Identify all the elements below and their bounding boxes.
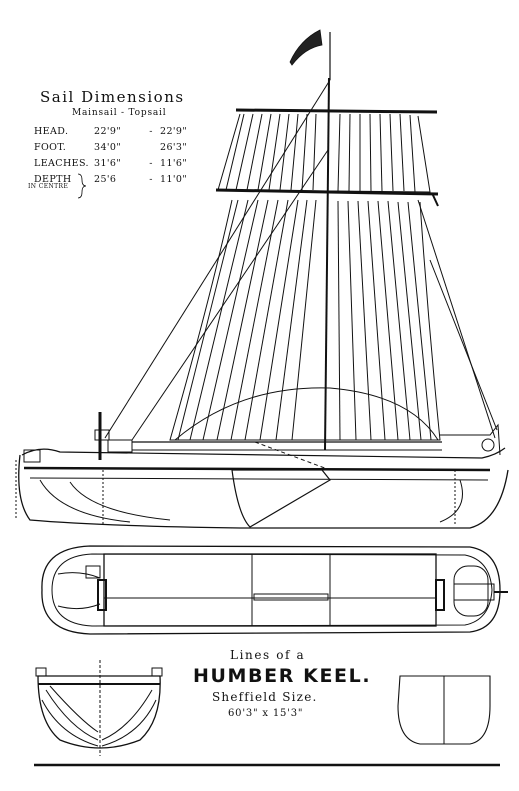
dim-mainsail: 22'9" bbox=[94, 126, 122, 137]
dim-sep: - bbox=[149, 158, 153, 169]
windlass bbox=[94, 429, 110, 441]
deck-plan bbox=[41, 545, 508, 635]
dim-mainsail: 25'6 bbox=[94, 174, 117, 185]
dim-label: HEAD. bbox=[34, 126, 69, 137]
dim-row-foot: FOOT. 34'0" 26'3" bbox=[34, 142, 187, 153]
midship-section bbox=[397, 675, 491, 745]
dim-topsail: 26'3" bbox=[160, 142, 188, 153]
depth-note: IN CENTRE bbox=[28, 183, 69, 190]
hull-profile bbox=[15, 412, 509, 529]
stem-head bbox=[23, 449, 41, 463]
dim-label: FOOT. bbox=[34, 142, 67, 153]
mast bbox=[324, 77, 330, 451]
stay bbox=[131, 149, 329, 441]
leeboard bbox=[231, 469, 331, 528]
hull-outline bbox=[18, 454, 509, 529]
dim-row-depth: DEPTH 25'6 -11'0" bbox=[34, 174, 187, 185]
caption-dimensions: 60'3" x 15'3" bbox=[228, 708, 304, 719]
mast-tabernacle bbox=[253, 593, 329, 601]
dim-sep: - bbox=[149, 126, 153, 137]
stern-rail bbox=[440, 423, 501, 456]
sail-dimensions-title: Sail Dimensions bbox=[40, 88, 185, 106]
dim-mainsail: 31'6" bbox=[94, 158, 122, 169]
sail-dimensions-subtitle: Mainsail - Topsail bbox=[72, 108, 167, 118]
main-hatch bbox=[103, 553, 437, 627]
backstay-2 bbox=[429, 259, 498, 431]
dim-label: DEPTH bbox=[34, 174, 72, 185]
dim-row-head: HEAD.22'9"-22'9" bbox=[34, 126, 187, 137]
dim-topsail: 11'0" bbox=[160, 174, 188, 185]
caption-line: Lines of a bbox=[230, 648, 306, 662]
fore-hatch-plan bbox=[85, 565, 101, 579]
fore-beam bbox=[97, 579, 107, 611]
masthead-vane bbox=[289, 29, 323, 66]
fore-hatch bbox=[107, 439, 133, 453]
body-sections bbox=[35, 660, 163, 756]
caption-size: Sheffield Size. bbox=[212, 690, 318, 704]
cabin-top bbox=[453, 565, 489, 617]
dim-label: LEACHES. bbox=[34, 158, 89, 169]
dim-sep: - bbox=[149, 174, 153, 185]
rubbing-strake bbox=[23, 466, 491, 472]
mainsail-foot-curve bbox=[174, 387, 439, 441]
dim-topsail: 22'9" bbox=[160, 126, 188, 137]
depth-bracket bbox=[77, 173, 87, 199]
mainsail bbox=[169, 199, 441, 441]
caption-title: HUMBER KEEL. bbox=[193, 665, 372, 687]
backstay bbox=[417, 199, 496, 439]
dim-topsail: 11'6" bbox=[160, 158, 188, 169]
forestay bbox=[104, 79, 331, 439]
topsail bbox=[215, 108, 439, 207]
sail-plan bbox=[104, 29, 498, 451]
dim-mainsail: 34'0" bbox=[94, 142, 122, 153]
windlass-stern bbox=[481, 438, 495, 452]
dim-row-leaches: LEACHES. 31'6" -11'6" bbox=[34, 158, 187, 169]
aft-beam bbox=[435, 579, 445, 611]
